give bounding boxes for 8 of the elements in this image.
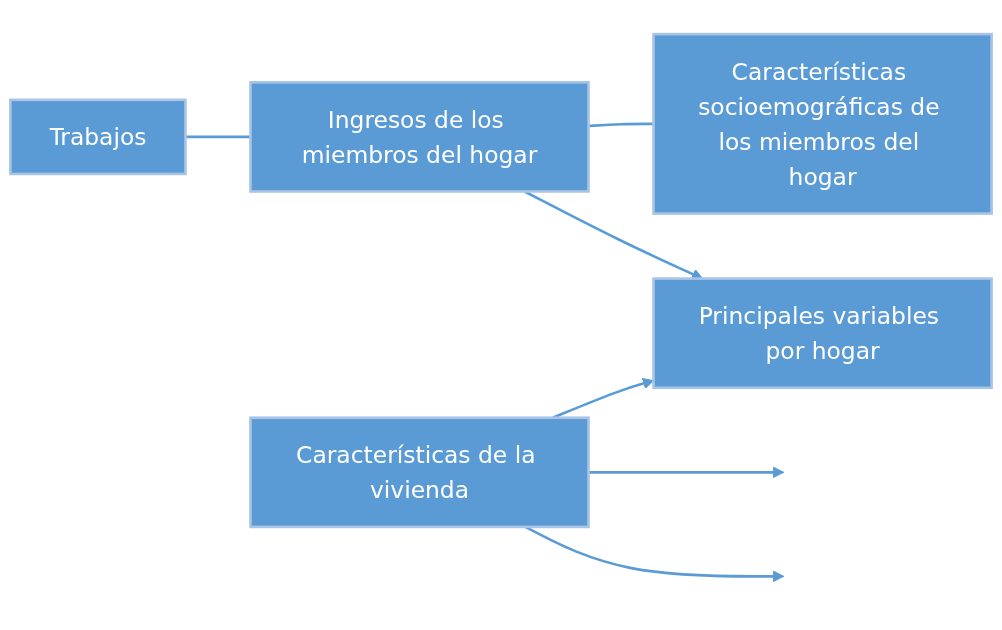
node-box: Características de la vivienda	[249, 416, 590, 529]
node-box: Características socioemográficas de los miembros del hogar	[652, 32, 993, 215]
arrow	[588, 466, 785, 479]
node-box: Ingresos de los miembros del hogar	[249, 80, 590, 193]
connector	[185, 135, 251, 139]
node-box: Trabajos	[9, 98, 187, 176]
node-box: Principales variables por hogar	[652, 277, 993, 390]
connector	[588, 122, 654, 128]
